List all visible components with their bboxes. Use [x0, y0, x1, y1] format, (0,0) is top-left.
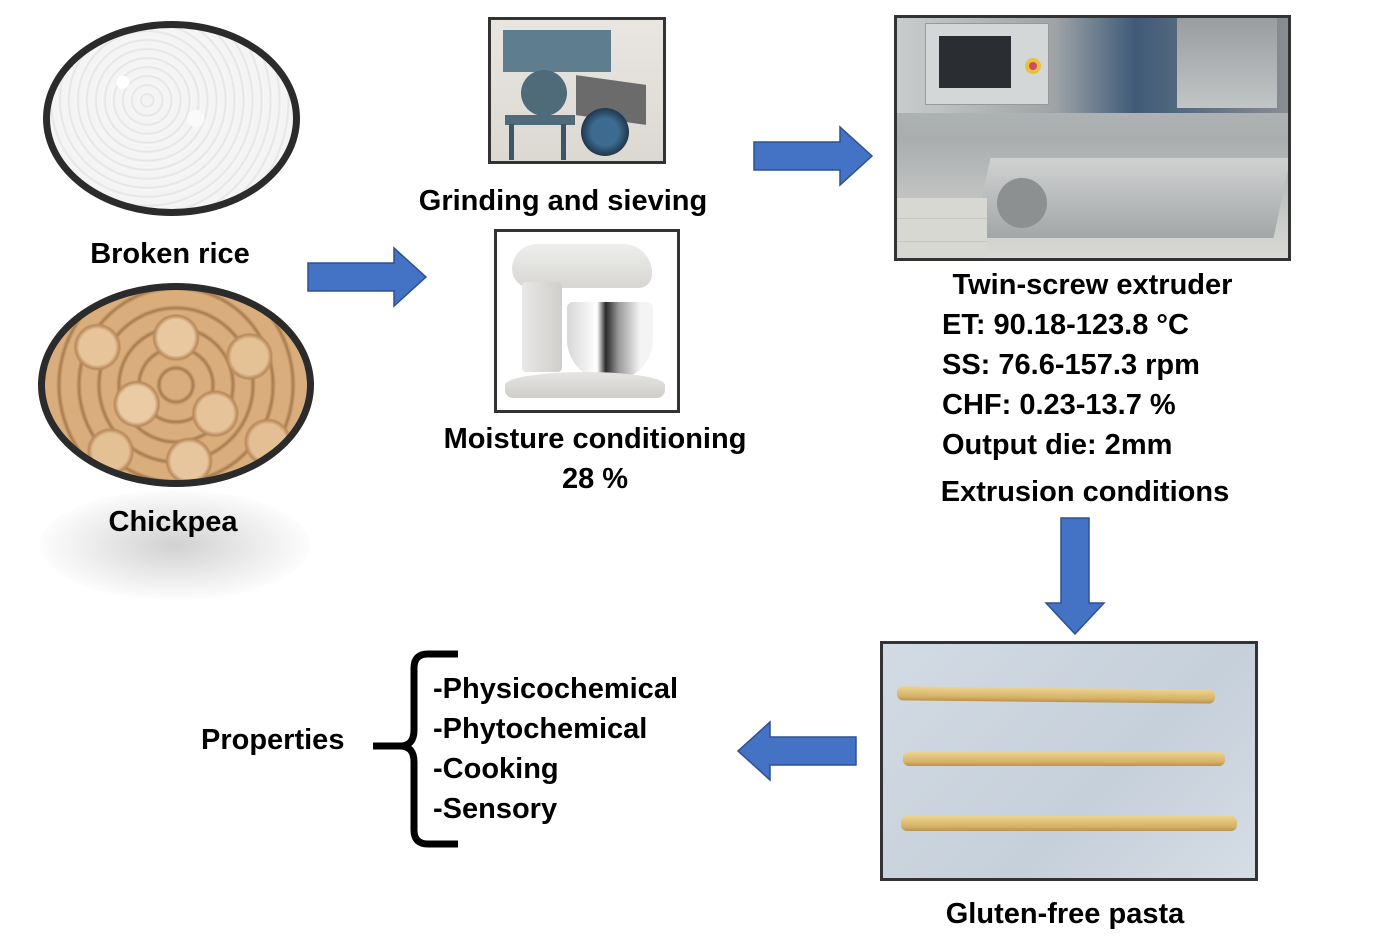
- grinding-label: Grinding and sieving: [418, 185, 708, 217]
- property-sensory: -Sensory: [433, 793, 558, 825]
- property-cooking: -Cooking: [433, 753, 559, 785]
- pasta-strand: [903, 752, 1225, 766]
- arrow-left-icon: [736, 720, 857, 782]
- pasta-strand: [901, 816, 1237, 831]
- extrusion-conditions-label: Extrusion conditions: [940, 476, 1230, 508]
- extruder-param-ss: SS: 76.6-157.3 rpm: [942, 349, 1200, 381]
- extruder-param-chf: CHF: 0.23-13.7 %: [942, 389, 1176, 421]
- extruder-title: Twin-screw extruder: [952, 269, 1233, 301]
- stand-mixer-image: [494, 229, 680, 413]
- grinding-mill-image: [488, 17, 666, 164]
- properties-label: Properties: [201, 724, 345, 756]
- curly-brace-icon: [373, 650, 458, 848]
- gluten-free-pasta-image: [880, 641, 1258, 881]
- broken-rice-image: [43, 21, 300, 216]
- arrow-right-icon: [753, 125, 874, 187]
- twin-screw-extruder-image: [894, 15, 1291, 261]
- moisture-label: Moisture conditioning: [443, 423, 747, 455]
- chickpea-label: Chickpea: [108, 506, 238, 538]
- arrow-down-icon: [1044, 517, 1106, 636]
- extruder-param-die: Output die: 2mm: [942, 429, 1173, 461]
- extruder-param-et: ET: 90.18-123.8 °C: [942, 309, 1189, 341]
- broken-rice-label: Broken rice: [90, 238, 250, 270]
- moisture-value: 28 %: [561, 463, 629, 495]
- gluten-free-pasta-label: Gluten-free pasta: [945, 898, 1185, 930]
- property-physicochemical: -Physicochemical: [433, 673, 678, 705]
- chickpea-shadow: [40, 490, 310, 600]
- arrow-right-icon: [307, 246, 428, 308]
- chickpea-image: [38, 283, 314, 487]
- property-phytochemical: -Phytochemical: [433, 713, 648, 745]
- pasta-strand: [896, 686, 1216, 704]
